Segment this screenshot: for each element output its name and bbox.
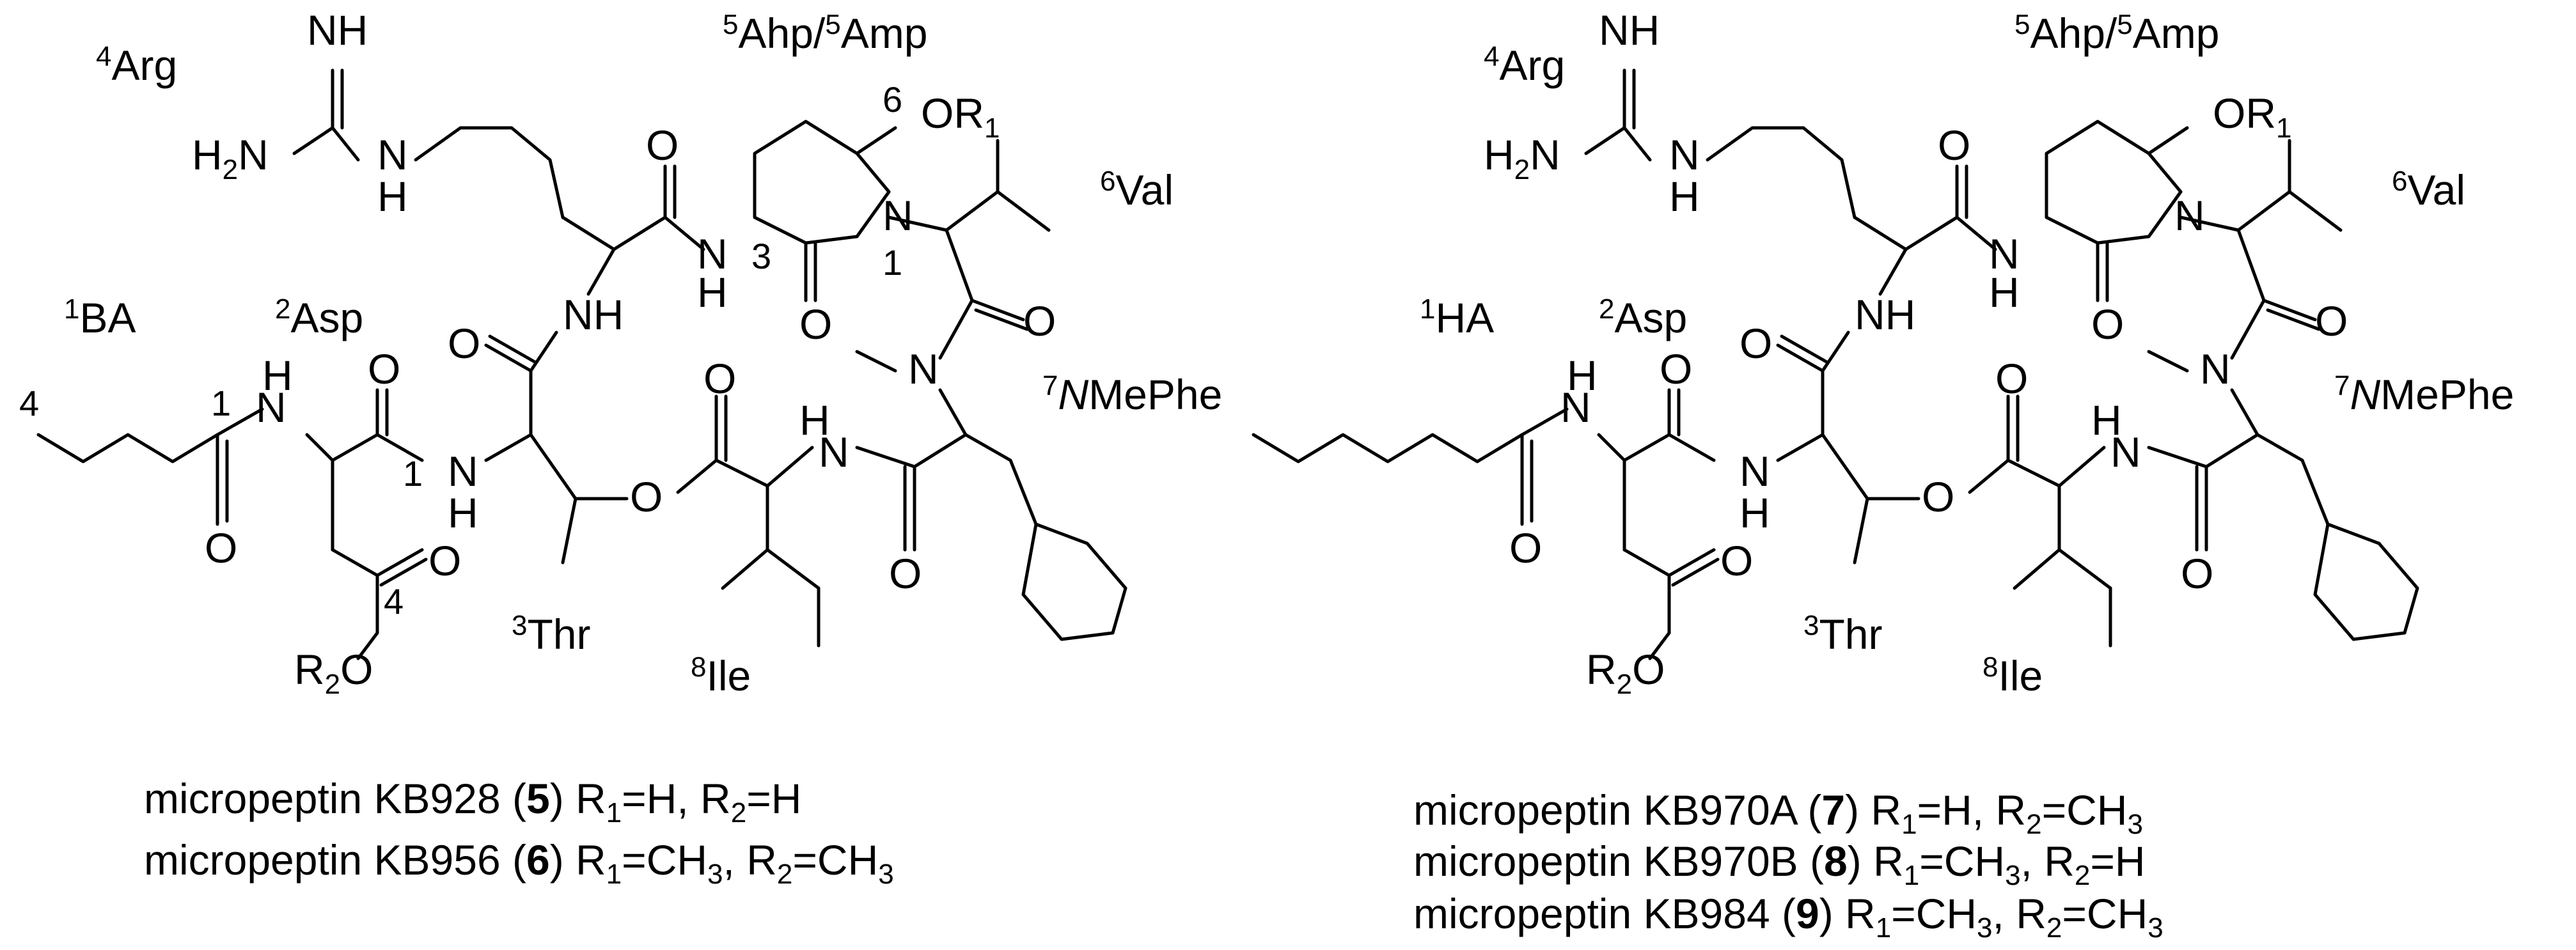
right-structure: 4Arg 5Ahp/5Amp 6Val 1HA 2Asp 7NMePhe 3Th… [1252, 6, 2514, 700]
r-atom-n-asp: N [1740, 448, 1770, 495]
caption-compound-6: micropeptin KB956 (6) R1=CH3, R2=CH3 [144, 836, 894, 890]
r-atom-o-phe: O [2181, 550, 2213, 597]
right-residue-labels: 4Arg 5Ahp/5Amp 6Val 1HA 2Asp 7NMePhe 3Th… [1420, 9, 2514, 699]
atom-h-asp: H [448, 489, 478, 536]
left-num-1b: 1 [403, 453, 423, 494]
left-position-numbers: 4 1 1 4 6 3 1 [19, 79, 902, 621]
r-atom-o-ester: O [1922, 473, 1954, 520]
caption-compound-5: micropeptin KB928 (5) R1=H, R2=H [144, 775, 801, 829]
caption-compound-8: micropeptin KB970B (8) R1=CH3, R2=H [1413, 837, 2146, 891]
left-residue-thr: 3Thr [512, 610, 590, 658]
right-residue-ile: 8Ile [1983, 651, 2043, 699]
atom-o-ba: O [205, 524, 237, 572]
left-residue-arg: 4Arg [96, 41, 177, 89]
r-atom-o-ha: O [1509, 524, 1542, 572]
r-atom-o-ring: O [2091, 300, 2124, 348]
right-residue-nmephe: 7NMePhe [2334, 370, 2514, 418]
right-residue-thr: 3Thr [1803, 610, 1882, 658]
right-bonds [1252, 68, 2419, 660]
left-bonds [36, 68, 1127, 660]
right-residue-ha: 1HA [1420, 293, 1494, 341]
left-num-1a: 1 [211, 383, 231, 423]
atom-n-ba: N [256, 384, 287, 431]
right-residue-val: 6Val [2392, 166, 2465, 214]
r-atom-o-arg: O [1938, 121, 1970, 169]
r-atom-o-side: O [1720, 537, 1753, 584]
r-atom-h-ile: H [2091, 396, 2122, 444]
r-atom-h2n: H2N [1484, 131, 1560, 185]
atom-o-phe: O [889, 550, 922, 597]
atom-n-amide: N [697, 230, 728, 277]
r-atom-h-guan: H [1669, 173, 1700, 220]
left-residue-ahp: 5Ahp/5Amp [723, 9, 927, 57]
left-structure: 4Arg 5Ahp/5Amp 6Val 1BA 2Asp 7NMePhe 3Th… [19, 6, 1222, 700]
atom-h-guan: H [377, 173, 408, 220]
left-residue-asp: 2Asp [275, 293, 363, 341]
atom-h2n: H2N [192, 131, 269, 185]
r-atom-n-ring: N [2174, 192, 2205, 239]
left-residue-nmephe: 7NMePhe [1042, 370, 1222, 418]
r-atom-n-ha: N [1560, 384, 1591, 431]
caption-compound-7: micropeptin KB970A (7) R1=H, R2=CH3 [1413, 786, 2143, 840]
atom-n-asp: N [448, 448, 478, 495]
atom-r2o: R2O [294, 646, 373, 700]
atom-h-ba: H [262, 352, 293, 399]
atom-nh-arg: NH [563, 291, 624, 338]
atom-or1: OR1 [921, 90, 1000, 144]
r-atom-h-asp: H [1740, 489, 1770, 536]
right-residue-arg: 4Arg [1484, 41, 1565, 89]
right-residue-asp: 2Asp [1599, 293, 1687, 341]
r-atom-h-ha: H [1567, 352, 1598, 399]
atom-n-ile: N [819, 428, 849, 476]
r-atom-n-guan: N [1669, 131, 1700, 178]
r-atom-n-me: N [2200, 345, 2231, 393]
r-atom-n-ile: N [2110, 428, 2141, 476]
r-atom-o-ile: O [1995, 355, 2028, 402]
caption-compound-9: micropeptin KB984 (9) R1=CH3, R2=CH3 [1413, 890, 2164, 944]
r-atom-nh-guanidine: NH [1599, 6, 1660, 54]
left-residue-ba: 1BA [64, 293, 136, 341]
atom-h-ile: H [799, 396, 830, 444]
atom-o-ile: O [703, 355, 736, 402]
right-captions: micropeptin KB970A (7) R1=H, R2=CH3 micr… [1413, 786, 2164, 944]
r-atom-nh-arg: NH [1855, 291, 1915, 338]
left-num-4b: 4 [384, 581, 404, 621]
r-atom-o-thr: O [1740, 320, 1772, 367]
r-atom-o-val: O [2315, 297, 2348, 345]
atom-o-arg: O [646, 121, 679, 169]
atom-n-ring: N [883, 192, 913, 239]
atom-o-val: O [1023, 297, 1056, 345]
left-num-3: 3 [751, 236, 771, 276]
atom-nh-guanidine: NH [307, 6, 368, 54]
right-residue-ahp: 5Ahp/5Amp [2014, 9, 2219, 57]
left-num-4a: 4 [19, 383, 39, 423]
left-residue-labels: 4Arg 5Ahp/5Amp 6Val 1BA 2Asp 7NMePhe 3Th… [64, 9, 1222, 699]
left-num-1c: 1 [883, 242, 902, 283]
atom-n-guan: N [377, 131, 408, 178]
atom-o-ring: O [799, 300, 832, 348]
r-atom-r2o: R2O [1586, 646, 1665, 700]
atom-n-me: N [908, 345, 939, 393]
r-atom-n-amide: N [1989, 230, 2020, 277]
r-atom-o-asp: O [1660, 345, 1692, 393]
atom-o-thr: O [448, 320, 480, 367]
atom-h-amide: H [697, 269, 728, 316]
right-atom-labels: NH H2N N H OR1 O N N H O NH O N O N H O … [1484, 6, 2348, 700]
atom-o-side: O [428, 537, 461, 584]
left-captions: micropeptin KB928 (5) R1=H, R2=H micrope… [144, 775, 894, 890]
left-atom-labels: NH H2N N H OR1 O N N H O NH O N O N H O … [192, 6, 1056, 700]
left-residue-val: 6Val [1100, 166, 1174, 214]
left-residue-ile: 8Ile [691, 651, 751, 699]
r-atom-h-amide: H [1989, 269, 2020, 316]
left-num-6: 6 [883, 79, 902, 120]
atom-o-ester: O [630, 473, 663, 520]
r-atom-or1: OR1 [2213, 90, 2291, 144]
atom-o-asp: O [368, 345, 400, 393]
